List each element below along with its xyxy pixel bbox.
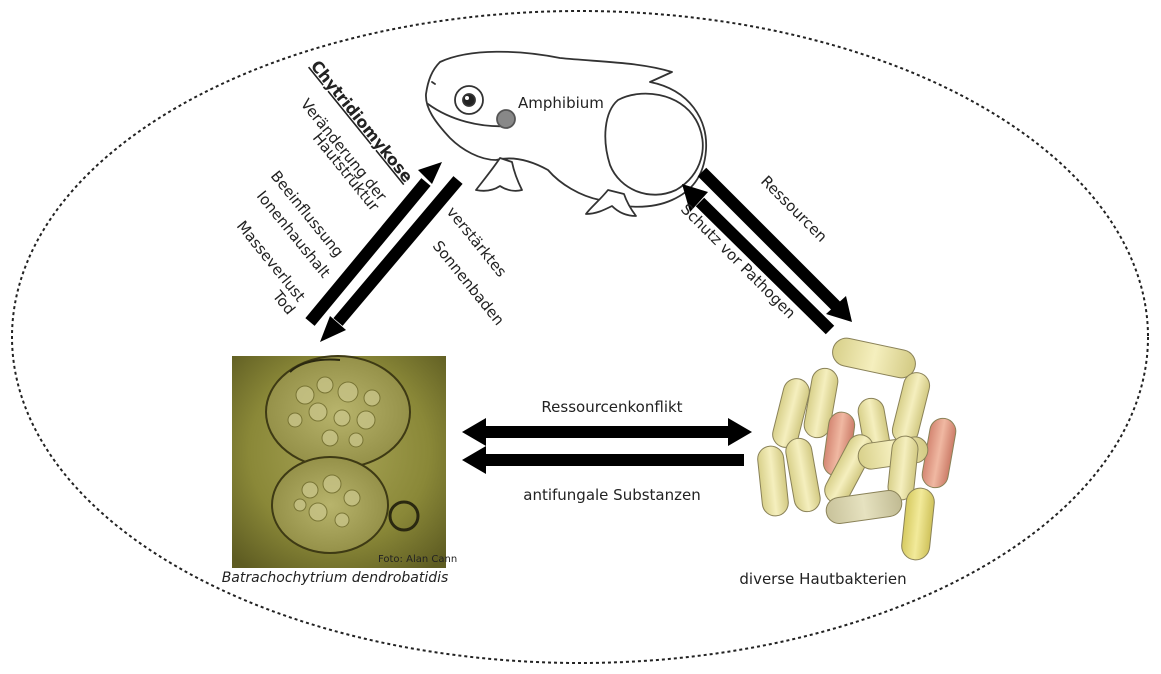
fungus-cell-lower	[271, 456, 389, 554]
arrow-bacteria-to-host-head	[682, 184, 708, 212]
arrow-fungus-to-host	[305, 178, 431, 326]
bacterium	[832, 337, 916, 379]
fungus-bacteria-top-label: Ressourcenkonflikt	[541, 398, 682, 416]
bacteria-cluster	[757, 337, 957, 561]
bacterium	[891, 372, 931, 444]
host-label: Amphibium	[518, 94, 604, 112]
bacterium	[785, 437, 821, 513]
arrow-host-to-bacteria-head	[826, 296, 852, 322]
arrow-fungus-to-bacteria-head	[728, 418, 752, 446]
fungus-ring-cell	[388, 500, 420, 532]
frog-front-leg	[475, 157, 523, 192]
arrow-host-to-fungus	[333, 176, 463, 326]
frog-nostril	[431, 81, 436, 85]
arrow-host-to-fungus-head	[320, 316, 346, 342]
fungus-label: Batrachochytrium dendrobatidis	[222, 570, 449, 586]
arrow-bacteria-to-host	[695, 197, 835, 335]
ecosystem-boundary	[11, 10, 1149, 664]
fungus-photo: Foto: Alan Cann	[232, 355, 457, 568]
bacteria-label: diverse Hautbakterien	[739, 570, 906, 588]
fungus-rhizoid	[289, 358, 341, 373]
bacterium	[825, 490, 903, 524]
arrow-fungus-to-host-head	[418, 162, 442, 184]
photo-credit: Foto: Alan Cann	[378, 554, 457, 565]
bacterium	[772, 378, 810, 448]
bacterium	[757, 445, 789, 517]
bacterium	[901, 487, 935, 561]
frog-illustration	[425, 50, 707, 217]
arrow-fungus-to-bacteria-tail-head	[462, 418, 486, 446]
bacteria-to-host-label: Schutz vor Pathogen	[677, 200, 799, 322]
frog-eye-glint	[465, 96, 469, 100]
frog-hind-foot	[585, 189, 637, 217]
fungus-bacteria-bottom-label: antifungale Substanzen	[523, 486, 700, 504]
fungus-granules	[287, 376, 381, 528]
arrow-host-to-bacteria	[697, 167, 841, 311]
frog-tympanum	[496, 109, 516, 129]
arrow-bacteria-to-fungus-head	[462, 446, 486, 474]
frog-thigh	[604, 92, 704, 196]
frog-eye	[462, 93, 476, 107]
